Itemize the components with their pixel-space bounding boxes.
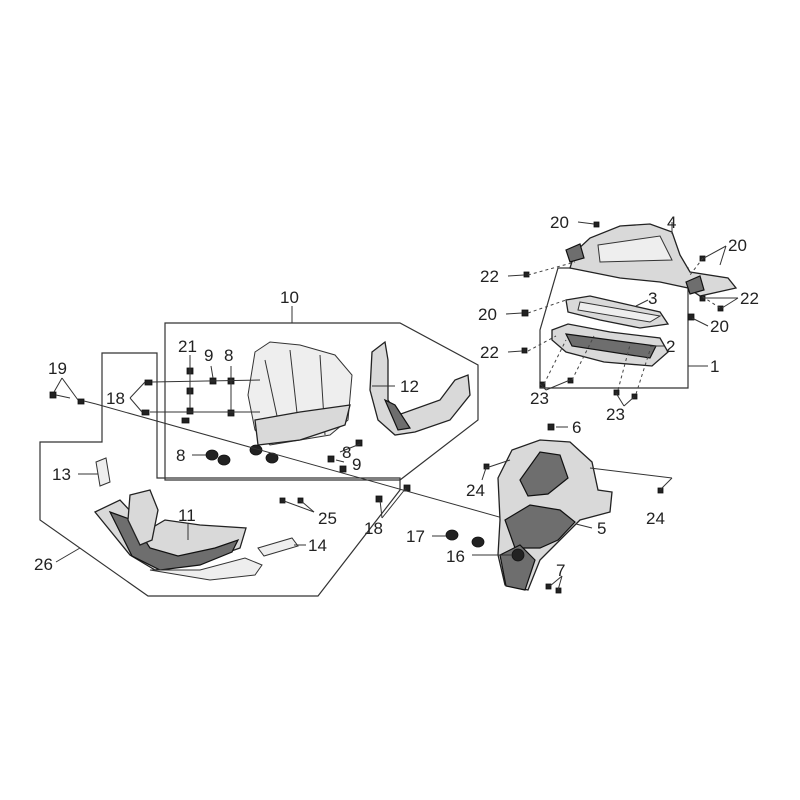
callout-23-left: 23 xyxy=(530,389,549,408)
callout-9-right: 9 xyxy=(352,455,361,474)
windscreen-bracket-part xyxy=(369,340,471,436)
callout-20-left: 20 xyxy=(478,305,497,324)
callout-16: 16 xyxy=(446,547,465,566)
callout-24-right: 24 xyxy=(646,509,665,528)
callout-22-left-top: 22 xyxy=(480,267,499,286)
callout-14: 14 xyxy=(308,536,327,555)
callout-10: 10 xyxy=(280,288,299,307)
callout-19: 19 xyxy=(48,359,67,378)
callout-18-left: 18 xyxy=(106,389,125,408)
assembly-axis-line xyxy=(95,403,511,521)
callout-20-right: 20 xyxy=(728,236,747,255)
trim-strip-part-14 xyxy=(257,537,299,557)
callout-11: 11 xyxy=(178,506,196,525)
callout-3: 3 xyxy=(648,289,657,308)
callout-20-right-bottom: 20 xyxy=(710,317,729,336)
leader-lines xyxy=(53,221,739,591)
bolt-part-19 xyxy=(49,391,97,405)
assembly-box-26 xyxy=(39,352,401,597)
callout-4: 4 xyxy=(667,213,676,232)
callout-6: 6 xyxy=(572,418,581,437)
callout-17: 17 xyxy=(406,527,425,546)
meter-lens-part-3 xyxy=(565,295,670,329)
callout-22-right: 22 xyxy=(740,289,759,308)
fastener-hardware-group-right xyxy=(521,221,724,400)
assembly-guide-lines-right xyxy=(527,257,721,395)
callout-8-top: 8 xyxy=(224,346,233,365)
callout-5: 5 xyxy=(597,519,606,538)
assembly-box-10 xyxy=(164,322,479,481)
callout-1: 1 xyxy=(710,357,719,376)
meter-body-part-2 xyxy=(551,323,669,367)
callout-25: 25 xyxy=(318,509,337,528)
callout-26: 26 xyxy=(34,555,53,574)
callout-labels: 1 2 3 4 5 6 7 8 8 8 9 9 10 11 12 13 14 1… xyxy=(34,213,759,580)
callout-8-right: 8 xyxy=(342,443,351,462)
callout-9-top: 9 xyxy=(204,346,213,365)
callout-23-right: 23 xyxy=(606,405,625,424)
callout-13: 13 xyxy=(52,465,71,484)
callout-21: 21 xyxy=(178,337,197,356)
handlebar-cover-part xyxy=(565,223,738,297)
callout-18-bottom: 18 xyxy=(364,519,383,538)
fastener-hardware-group-front xyxy=(445,423,664,594)
lower-front-cover-part xyxy=(93,489,263,581)
callout-12: 12 xyxy=(400,377,419,396)
front-cover-part xyxy=(497,439,613,591)
callout-8-left: 8 xyxy=(176,446,185,465)
callout-22-left-bottom: 22 xyxy=(480,343,499,362)
callout-7: 7 xyxy=(556,561,565,580)
emblem-part-13 xyxy=(95,457,111,487)
callout-20-top: 20 xyxy=(550,213,569,232)
callout-24-left: 24 xyxy=(466,481,485,500)
windscreen-part xyxy=(247,341,353,446)
callout-2: 2 xyxy=(666,337,675,356)
